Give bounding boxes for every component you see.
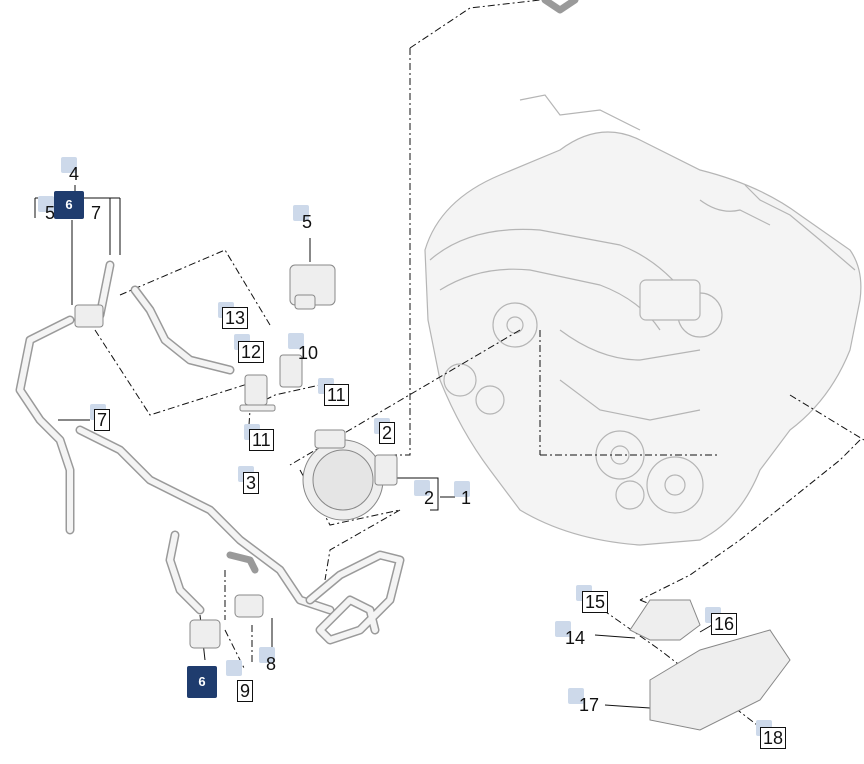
small-components (74, 264, 791, 731)
callout-2-bottom[interactable]: 2 (424, 488, 435, 508)
callout-marker (288, 333, 304, 349)
callout-3[interactable]: 3 (243, 472, 260, 494)
callout-1[interactable]: 1 (461, 488, 472, 508)
callout-5-top[interactable]: 5 (45, 203, 56, 223)
callout-2-top[interactable]: 2 (379, 422, 396, 444)
callout-18[interactable]: 18 (760, 727, 787, 749)
callout-11-right[interactable]: 11 (324, 384, 349, 406)
callout-marker (259, 647, 275, 663)
callout-8[interactable]: 8 (266, 654, 277, 674)
callout-11-left[interactable]: 11 (249, 429, 274, 451)
callout-15[interactable]: 15 (582, 591, 609, 613)
callout-marker (568, 688, 584, 704)
callout-marker (414, 480, 430, 496)
engine-illustration (424, 94, 862, 546)
callout-5-valve[interactable]: 5 (302, 212, 313, 232)
callout-14[interactable]: 14 (565, 628, 586, 648)
callout-6-active-bottom[interactable]: 6 (187, 666, 217, 698)
callout-marker (61, 157, 77, 173)
callout-marker (454, 481, 470, 497)
callout-marker (38, 196, 54, 212)
callout-13[interactable]: 13 (222, 307, 249, 329)
callout-7-left[interactable]: 7 (94, 409, 111, 431)
callout-marker (293, 205, 309, 221)
callout-4[interactable]: 4 (69, 164, 80, 184)
callout-9[interactable]: 9 (237, 680, 254, 702)
callout-16[interactable]: 16 (711, 613, 738, 635)
callout-10[interactable]: 10 (298, 343, 319, 363)
callout-12[interactable]: 12 (238, 341, 265, 363)
callout-17[interactable]: 17 (579, 695, 600, 715)
callout-marker (226, 660, 242, 676)
callout-6-active-top[interactable]: 6 (54, 191, 84, 219)
callout-marker (555, 621, 571, 637)
callout-7-top[interactable]: 7 (91, 203, 102, 223)
